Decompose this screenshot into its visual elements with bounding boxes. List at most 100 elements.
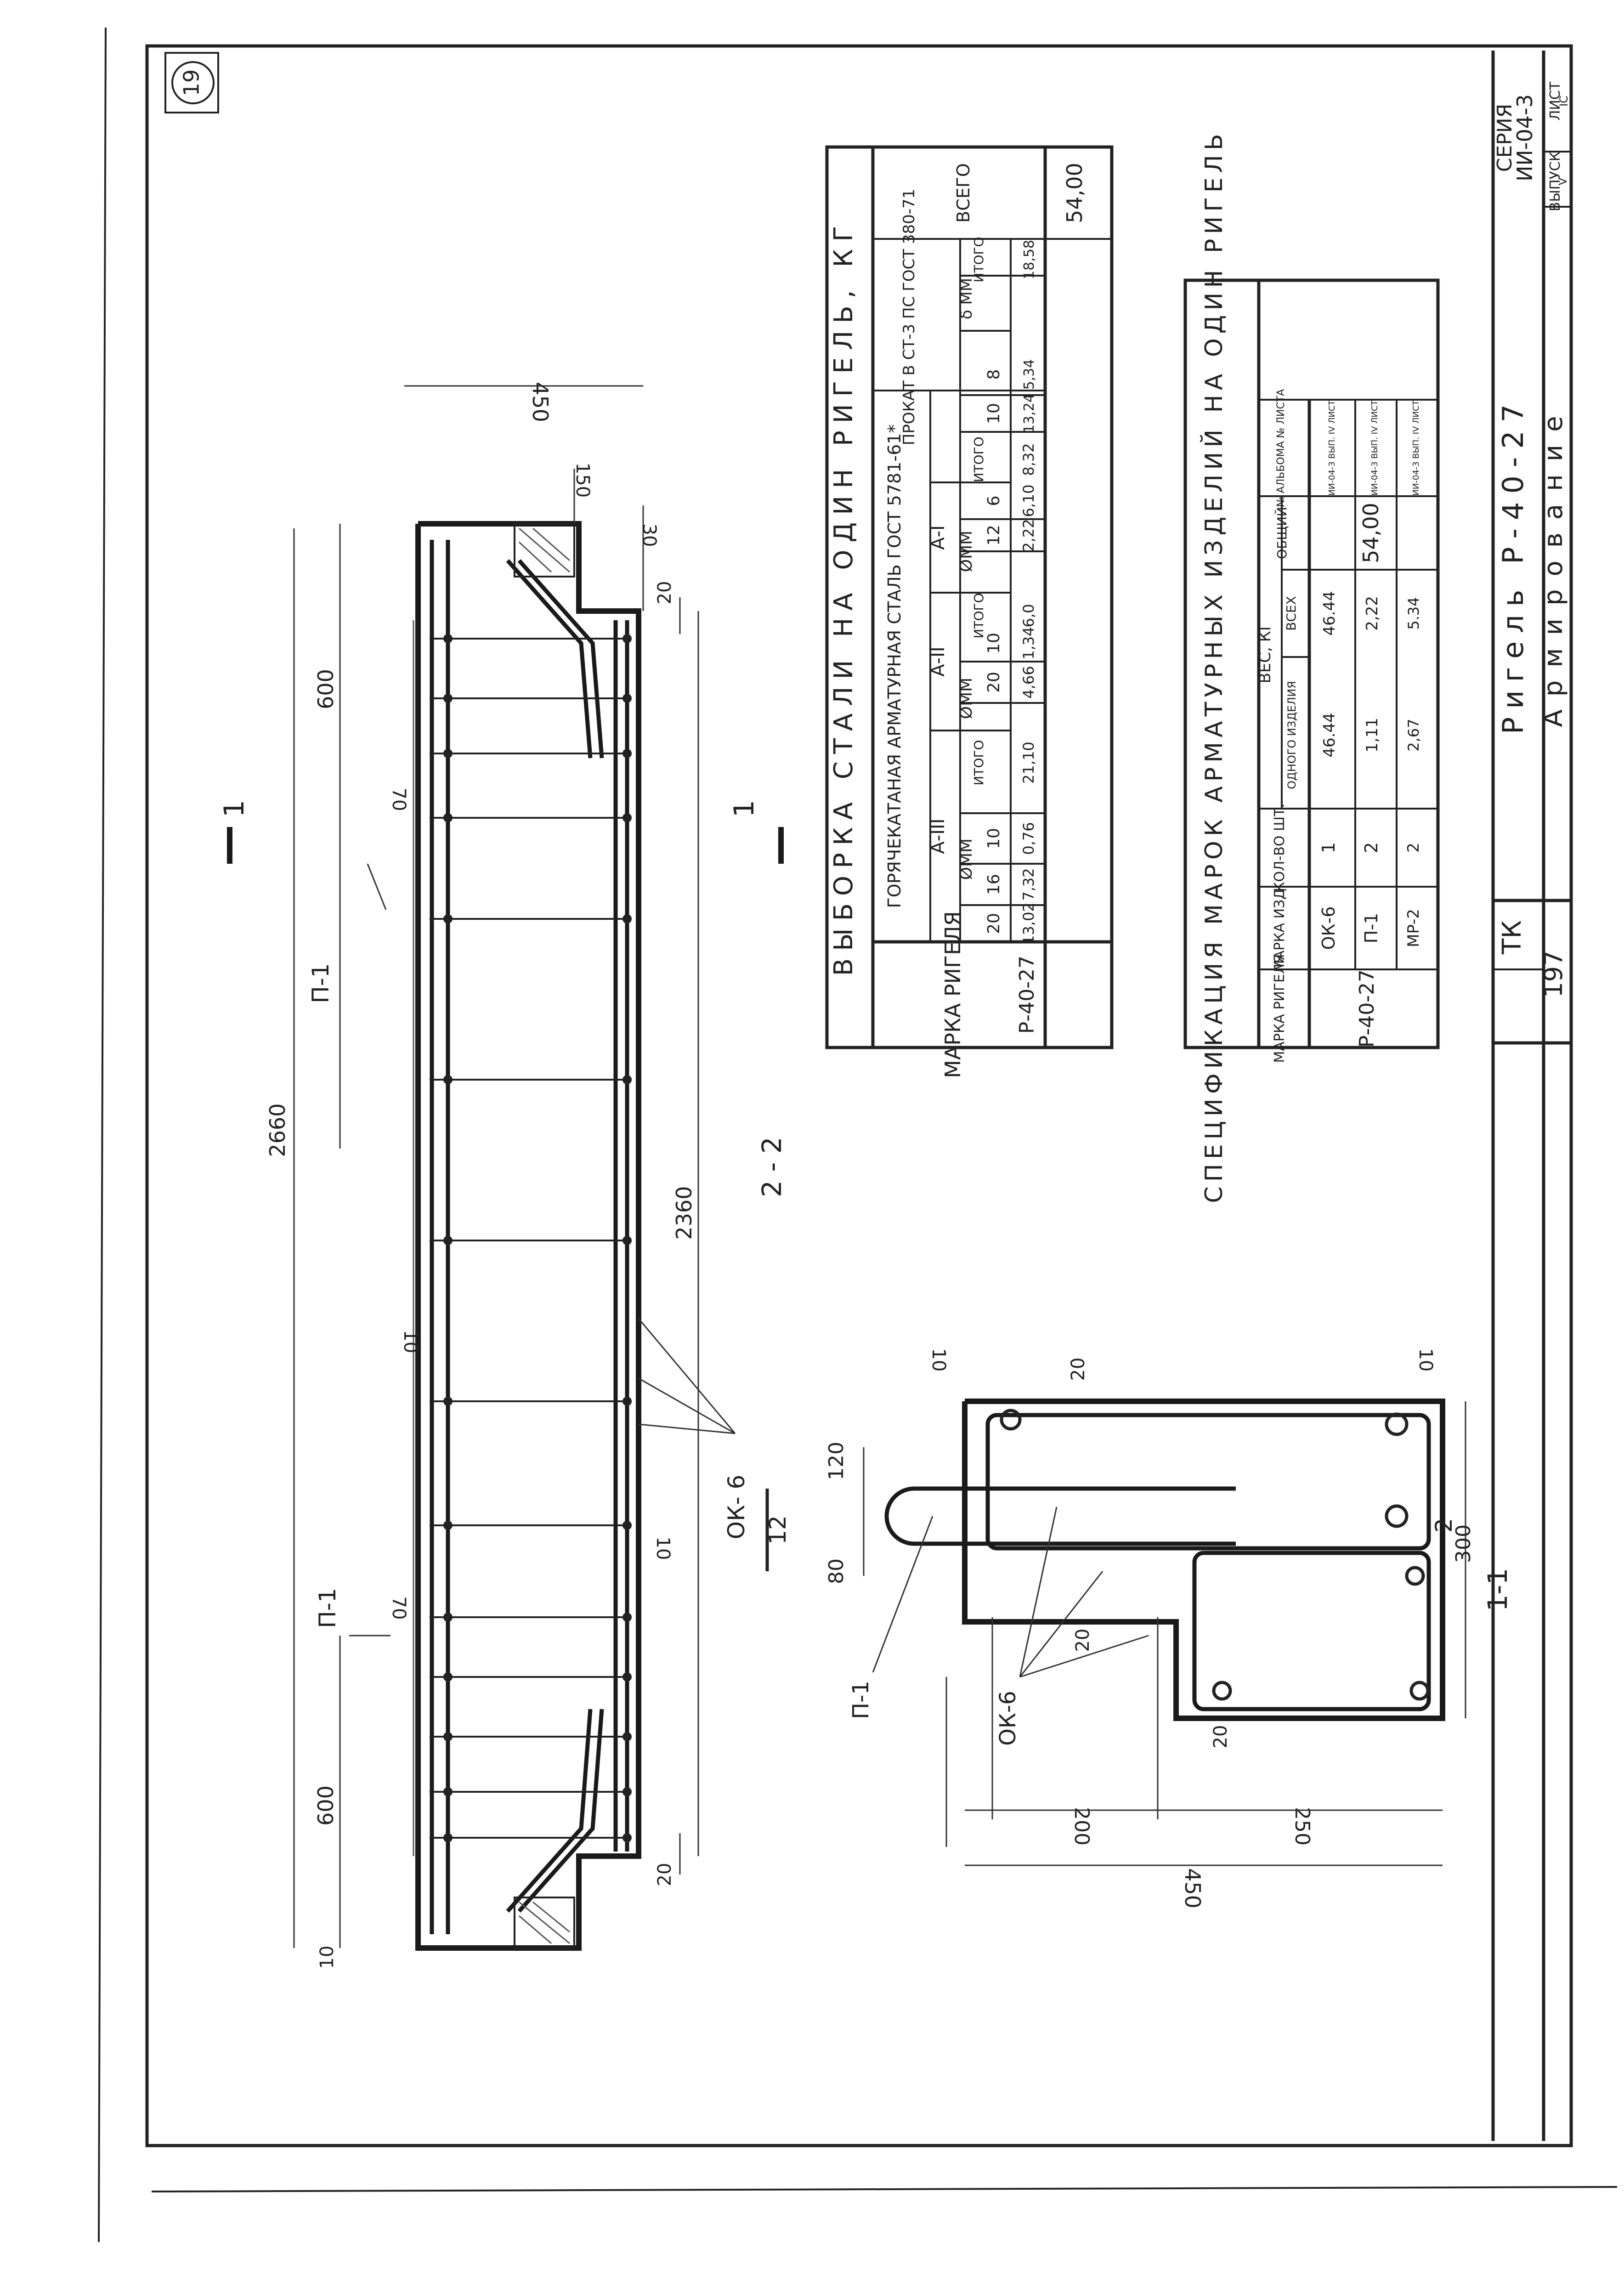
- steel-table-thick-10: 10: [985, 403, 1003, 424]
- rebar-dot: [622, 1833, 632, 1842]
- steel-table-row-prokat-total: 18,58: [1021, 240, 1037, 279]
- title-block-sheet-label: ЛИСТ: [1547, 81, 1563, 120]
- beam-stirrups: [430, 634, 632, 1842]
- rebar-dot: [443, 694, 453, 703]
- dim-450: 450: [528, 382, 553, 422]
- spec-row-2-one: 1,11: [1363, 718, 1381, 753]
- dim-20-a: 20: [654, 581, 675, 605]
- steel-table-thick-8: 8: [985, 369, 1003, 380]
- drawing-subtitle: Армирование: [1539, 403, 1568, 727]
- rebar-dot: [622, 914, 632, 923]
- label-ok6-num: 12: [764, 1515, 791, 1545]
- rebar-dot: [443, 1236, 453, 1245]
- beam-dimensions: 2660 2360 600 600 450 150 30 20 20 70 70…: [265, 382, 699, 1969]
- rebar-dot: [622, 1672, 632, 1682]
- steel-table-class-a3: А-III: [928, 818, 949, 854]
- label-p1-a: П-1: [307, 963, 334, 1003]
- rebar-dot: [622, 1521, 632, 1530]
- rebar-dot: [443, 1075, 453, 1084]
- rebar-dot: [443, 1672, 453, 1682]
- sec-label-1-1-num: 2: [1431, 1518, 1457, 1533]
- steel-table-title: ВЫБОРКА СТАЛИ НА ОДИН РИГЕЛЬ, КГ: [829, 219, 859, 976]
- corner-mark: 19: [179, 69, 204, 96]
- dim-600-left: 600: [313, 1785, 338, 1826]
- section-mark-b: 1: [728, 800, 760, 817]
- spec-table-head-album: № АЛЬБОМА № ЛИСТА: [1275, 389, 1287, 507]
- title-block-issue-value: V: [1556, 177, 1569, 185]
- dim-10-c: 10: [317, 1946, 338, 1969]
- spec-table-title: СПЕЦИФИКАЦИЯ МАРОК АРМАТУРНЫХ ИЗДЕЛИЙ НА…: [1200, 129, 1228, 1203]
- sec-dim-10-top-b: 10: [1415, 1348, 1436, 1372]
- spec-table-total: 54,00: [1358, 503, 1383, 563]
- steel-table: ВЫБОРКА СТАЛИ НА ОДИН РИГЕЛЬ, КГ МАРКА Р…: [825, 145, 1114, 1078]
- sec-dim-300: 300: [1452, 1524, 1475, 1563]
- steel-table-row-prokat-10: 13,24: [1021, 394, 1037, 433]
- spec-row-3-qty: 2: [1404, 843, 1423, 853]
- rebar-dot: [443, 749, 453, 758]
- steel-table-row-a1-total: 8,32: [1020, 443, 1037, 476]
- title-block-tk: ТК: [1497, 920, 1527, 955]
- steel-table-diam-a3-10: 10: [985, 828, 1003, 849]
- spec-table: СПЕЦИФИКАЦИЯ МАРОК АРМАТУРНЫХ ИЗДЕЛИЙ НА…: [1183, 129, 1440, 1203]
- steel-table-diam-a1-6: 6: [985, 496, 1003, 506]
- dim-150: 150: [572, 463, 593, 498]
- label-p1-b: П-1: [314, 1588, 341, 1628]
- rebar-dot: [622, 749, 632, 758]
- spec-row-1-one: 46.44: [1320, 713, 1339, 757]
- dim-70-b: 70: [388, 1597, 409, 1620]
- section-mark-a: 1: [218, 800, 250, 817]
- spec-row-3-one: 2,67: [1405, 719, 1422, 751]
- spec-table-head-all: ВСЕХ: [1284, 596, 1299, 631]
- rebar-dot: [622, 1075, 632, 1084]
- spec-row-1-qty: 1: [1318, 842, 1339, 853]
- spec-table-head-weight: ВЕС, КГ: [1256, 621, 1274, 683]
- steel-table-diam-a3-16: 16: [985, 874, 1003, 895]
- title-block-number: 197: [1539, 950, 1568, 997]
- spec-table-marka: Р-40-27: [1355, 969, 1379, 1048]
- spec-row-3-all: 5.34: [1405, 597, 1422, 629]
- dim-20-b: 20: [654, 1863, 675, 1886]
- sec-dim-10-top: 10: [928, 1348, 949, 1372]
- spec-row-2-all: 2,22: [1363, 596, 1381, 631]
- steel-table-itogo-prokat: ИТОГО: [971, 237, 986, 282]
- sec-label-1-1: 1-1: [1482, 1568, 1513, 1612]
- section-label-2-2: 2 - 2: [756, 1137, 787, 1197]
- spec-table-head-marka: МАРКА РИГЕЛЯ: [1272, 954, 1288, 1063]
- rebar-dot: [622, 1613, 632, 1622]
- steel-table-row-a2-total: 6,0: [1020, 604, 1037, 628]
- section-1-1: 10 10 20 20 20 120 80 300 200 250 450 П-…: [825, 1348, 1513, 1909]
- steel-table-class-a1: А-I: [928, 525, 949, 550]
- steel-table-row-marka: Р-40-27: [1015, 956, 1039, 1034]
- steel-table-head-prokat: ПРОКАТ В СТ-3 ПС ГОСТ 380-71: [900, 189, 918, 446]
- rebar-dot: [443, 1787, 453, 1796]
- sec-label-p1: П-1: [848, 1681, 874, 1719]
- title-block: СЕРИЯ ИИ-04-3 ВЫПУСК V ЛИСТ IC Ригель Р-…: [1491, 51, 1571, 2141]
- steel-table-thick: δ ММ: [957, 278, 976, 319]
- rebar-dot: [622, 1397, 632, 1406]
- steel-table-diam-a2-10: 10: [985, 633, 1003, 654]
- steel-table-itogo-a1: ИТОГО: [971, 436, 986, 482]
- steel-table-row-a3-20: 13,02: [1020, 902, 1037, 945]
- steel-table-itogo-a3: ИТОГО: [971, 740, 986, 785]
- rebar-dot: [622, 1732, 632, 1741]
- rebar-dot: [622, 1236, 632, 1245]
- outer-frame: [145, 44, 1573, 2147]
- title-block-issue-label: ВЫПУСК: [1547, 152, 1563, 211]
- sec-dim-200: 200: [1070, 1807, 1093, 1846]
- dim-10-a: 10: [400, 1330, 421, 1354]
- spec-table-head-izd: МАРКА ИЗД.: [1272, 884, 1288, 972]
- spec-row-2-izd: П-1: [1361, 913, 1381, 943]
- steel-table-diam-a2-20: 20: [985, 672, 1003, 693]
- spec-row-2-qty: 2: [1361, 842, 1381, 853]
- rebar-dot: [443, 634, 453, 643]
- spec-row-1-izd: ОК-6: [1318, 906, 1339, 950]
- dim-2660: 2660: [265, 1103, 290, 1157]
- dim-2360: 2360: [672, 1186, 696, 1240]
- steel-table-row-a1-12: 2,22: [1020, 519, 1037, 551]
- corner-mark-box: [164, 52, 219, 113]
- sec-dim-250: 250: [1290, 1807, 1314, 1846]
- steel-table-class-a2: А-II: [928, 646, 949, 676]
- corner-mark-circle: [171, 61, 215, 104]
- steel-table-diam-a2: ØММ: [957, 678, 976, 719]
